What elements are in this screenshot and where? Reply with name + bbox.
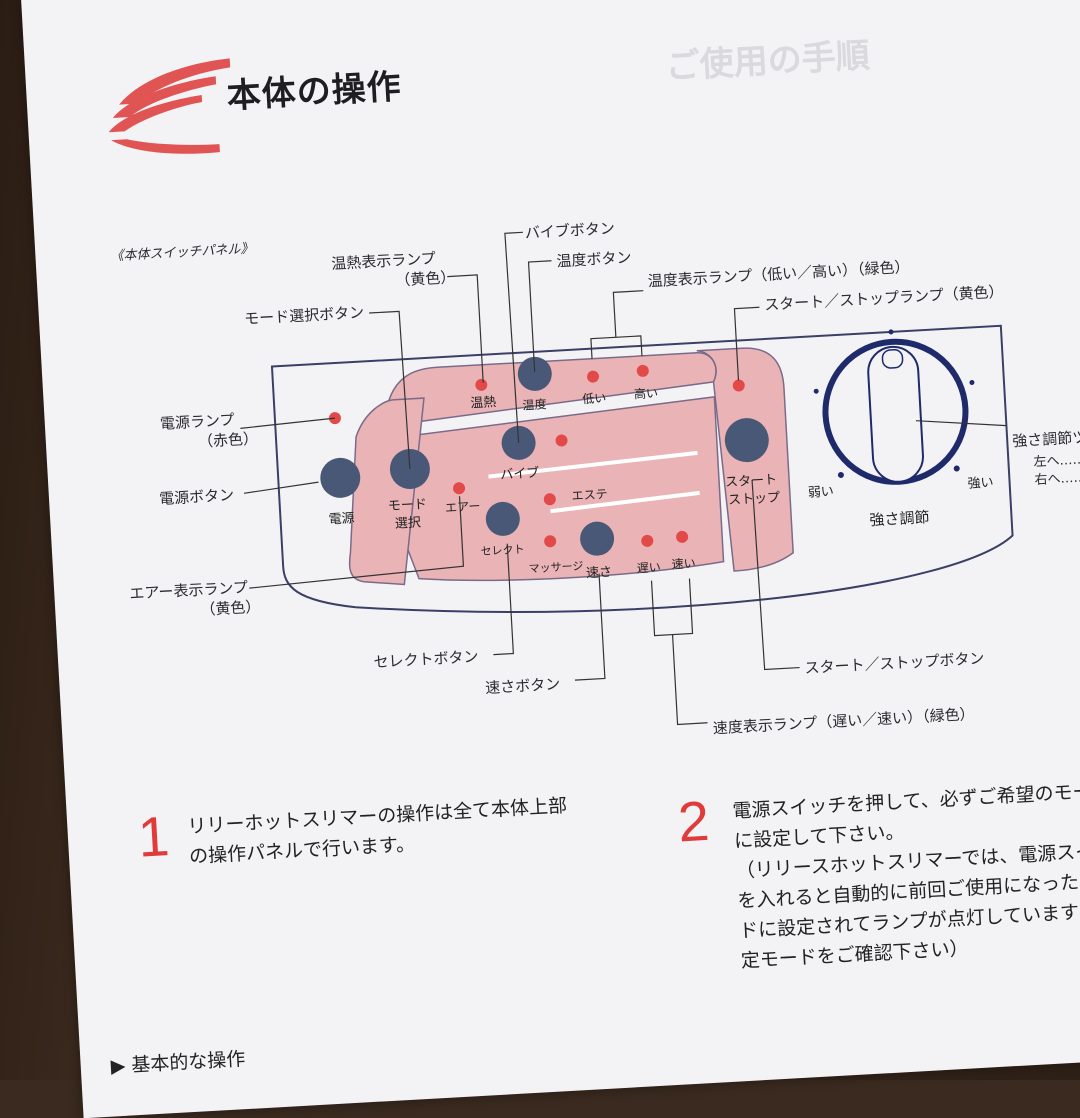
panel-stripe-1 [488,450,698,479]
leader-speed-lamp [671,634,708,726]
label-select: セレクト [480,543,525,558]
leader-speed-lamp-bracket [650,578,694,637]
step-1-number: 1 [136,804,171,869]
label-temp: 温度 [522,396,547,412]
leader-heat-lamp [447,274,484,383]
leader-select-button [493,543,514,656]
leader-temp-lamp [612,290,644,338]
mode-pink-section [348,397,425,586]
switch-panel-diagram: 温熱 温度 低い 高い バイブ モード 選択 電源 エアー エステ セレクト マ… [270,324,1014,613]
label-start-1: スタート [725,473,778,491]
leader-mode-button [369,310,411,470]
knob-dot-strong [953,465,960,472]
panel-outline [270,324,1014,613]
knob-dot-weak [837,471,844,478]
temp-high-lamp [636,364,649,377]
heat-lamp [475,378,488,391]
start-stop-button[interactable] [724,417,770,463]
fast-lamp [676,530,689,543]
label-mode-2: 選択 [395,515,422,531]
leader-air-lamp [249,496,465,589]
label-vibe: バイブ [500,465,540,483]
knob-dot-top [888,329,894,335]
leader-temp-button [527,260,552,372]
leader-temp-lamp-bracket [590,335,643,359]
callout-leader-lines [240,231,1007,726]
main-pink-section [365,396,725,582]
label-power: 電源 [328,511,355,527]
label-fast: 速い [671,556,696,571]
leader-start-button [751,479,800,671]
air-lamp [453,482,466,495]
speed-button[interactable] [579,521,615,557]
step-2-text: 電源スイッチを押して、必ずご希望のモー に設定して下さい。 （リリースホットスリ… [732,776,1080,976]
label-weak: 弱い [807,484,834,500]
label-mode-1: モード [388,497,428,514]
leader-power-button [243,481,319,494]
massage-lamp [544,535,557,548]
step-2-number: 2 [676,788,711,854]
leader-speed-button [574,573,606,681]
esthe-lamp [543,493,556,506]
label-slow: 遅い [636,560,661,575]
leader-strength-knob [915,420,1007,427]
leader-vibe-button [504,231,523,443]
knob-dot-right [969,379,975,385]
strength-knob[interactable] [867,345,924,484]
step-1-text: リリーホットスリマーの操作は全て本体上部 の操作パネルで行います。 [187,791,570,872]
footer-partial: ▶ 基本的な操作 [110,1044,246,1081]
knob-pointer [881,349,904,369]
label-esthe: エステ [571,487,608,503]
footer-triangle-icon: ▶ [110,1054,127,1078]
vibe-lamp [555,434,568,447]
label-heat: 温熱 [470,395,497,411]
instruction-sheet: ご使用の手順 本体の操作 《本体スイッチパネル》 温熱表示ランプ （黄色） バイ… [20,0,1080,1118]
power-button[interactable] [319,457,361,499]
footer-heading: 基本的な操作 [130,1048,246,1077]
slow-lamp [641,534,654,547]
temp-button[interactable] [517,356,553,392]
panel-stripe-2 [550,490,700,514]
label-low: 低い [582,391,607,406]
label-high: 高い [634,385,659,401]
label-massage: マッサージ [528,559,583,575]
red-swoosh-logo [108,58,231,154]
leader-power-lamp [240,417,336,429]
temp-low-lamp [587,370,600,383]
knob-dot-left [813,388,819,394]
label-speed: 速さ [586,565,613,581]
label-strength: 強さ調節 [869,508,930,529]
label-strong: 強い [967,475,994,491]
leader-start-lamp [733,306,760,381]
select-button[interactable] [485,501,521,537]
label-air: エアー [445,499,481,515]
start-stop-lamp [732,379,745,392]
label-start-2: ストップ [728,490,781,508]
